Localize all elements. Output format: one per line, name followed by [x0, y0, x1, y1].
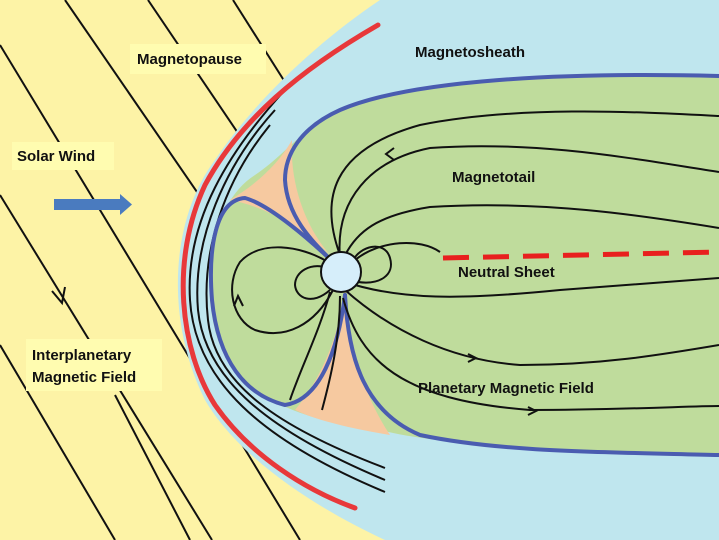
imf-line	[0, 44, 301, 540]
sheath-field-lines	[188, 89, 386, 493]
cusp-region-south	[295, 290, 390, 435]
imf-line	[0, 344, 116, 540]
magnetosheath-label: Magnetosheath	[415, 44, 525, 61]
chevron-arrow-icon	[233, 293, 244, 307]
magnetotail-label: Magnetotail	[452, 169, 535, 186]
planet-icon	[320, 251, 362, 293]
imf-label-line2: Magnetic Field	[32, 369, 136, 386]
right-arrow-icon	[54, 194, 132, 215]
chevron-arrow-icon	[51, 286, 66, 306]
solar-wind-label: Solar Wind	[17, 148, 95, 165]
magnetopause-line	[180, 22, 381, 511]
dayside-field-lines	[231, 242, 441, 411]
solar-wind-label-bg	[12, 142, 114, 170]
planetary-field-label: Planetary Magnetic Field	[418, 380, 594, 397]
neutral-sheet-label: Neutral Sheet	[458, 264, 555, 281]
magnetosphere-boundary	[208, 73, 719, 457]
tail-field-lines	[330, 110, 719, 412]
magnetopause-label: Magnetopause	[137, 51, 242, 68]
imf-label-bg	[26, 339, 162, 391]
chevron-arrow-icon	[384, 147, 395, 161]
cusp-region-north	[230, 140, 330, 255]
chevron-arrow-icon	[467, 353, 479, 363]
imf-label-line1: Interplanetary	[32, 347, 132, 364]
magnetopause-label-bg	[130, 44, 266, 74]
chevron-arrow-icon	[527, 406, 539, 416]
neutral-sheet-line	[442, 249, 719, 261]
imf-line	[114, 394, 191, 540]
